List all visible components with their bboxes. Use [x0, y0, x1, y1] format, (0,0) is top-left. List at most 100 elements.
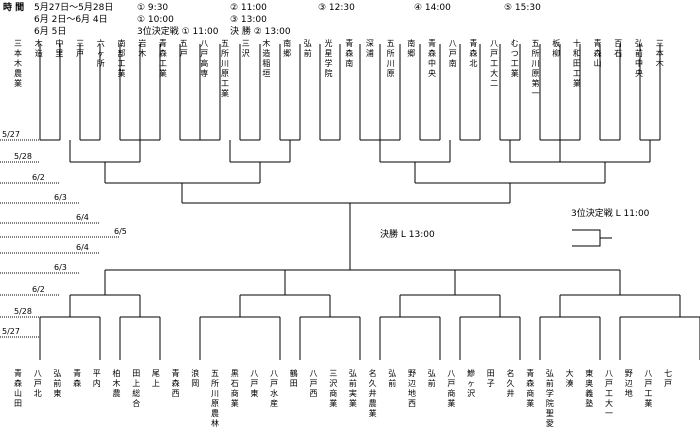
header-row-1-slot-2: ② 11:00 [230, 3, 267, 13]
top-team-name: 青森山 [594, 38, 602, 68]
bottom-team-name: 野辺地西 [408, 369, 416, 408]
bottom-team-name: 田子 [487, 369, 495, 388]
top-team-name: 八戸工大二 [490, 39, 498, 88]
bottom-bracket-lines [39, 253, 700, 360]
bottom-team-name: 浪岡 [191, 368, 199, 388]
final-label: 決勝 L 13:00 [380, 228, 435, 240]
date-label: 6/2 [32, 285, 45, 294]
date-label: 5/28 [14, 307, 32, 316]
top-team-name: 三沢 [242, 39, 250, 58]
date-label: 6/3 [54, 193, 67, 202]
top-team-name: 八戸高専 [200, 39, 208, 78]
header-row-1-slot-4: ④ 14:00 [414, 3, 451, 13]
top-team-name: 五戸 [180, 39, 188, 58]
top-team-name: 十和田工業 [573, 38, 581, 88]
bottom-team-name: 八戸工大一 [605, 369, 613, 418]
bottom-team-name: 大湊 [566, 368, 574, 388]
header-row-3-date: 6月 5日 [34, 26, 66, 37]
bottom-team-name: 弘前 [428, 369, 436, 388]
bottom-team-name: 三沢商業 [329, 369, 337, 408]
top-bracket-lines [39, 44, 661, 223]
bottom-team-name: 野辺地 [625, 369, 633, 398]
top-team-name: 百石 [614, 39, 622, 58]
schedule-header: 時 間 5月27日～5月28日 ① 9:30 ② 11:00 ③ 12:30 ④… [3, 1, 541, 37]
top-team-name: 岩木 [138, 38, 146, 58]
header-row-2-date: 6月 2日～6月 4日 [34, 14, 108, 25]
bottom-team-name: 鶴田 [290, 368, 298, 388]
bottom-team-name: 尾上 [152, 369, 160, 388]
top-team-name: 三戸 [76, 39, 84, 58]
bottom-team-name: 黒石商業 [231, 369, 239, 408]
bottom-team-name: 五所川原農林 [211, 369, 219, 428]
top-team-name: 五所川原工業 [221, 39, 229, 98]
top-team-name: 青森中央 [428, 38, 436, 78]
top-team-name: 光星学院 [325, 38, 333, 78]
bottom-team-name: 青森西 [172, 368, 180, 398]
bottom-team-name: 八戸東 [250, 369, 258, 398]
bottom-team-name: 鰺ヶ沢 [467, 368, 475, 398]
top-team-name: 五所川原 [387, 39, 395, 78]
top-team-name: 板柳 [552, 38, 560, 58]
bottom-team-name: 八戸北 [34, 369, 42, 398]
top-team-name: 木造稲垣 [262, 38, 270, 78]
top-team-name: 南郷 [407, 38, 415, 58]
bottom-team-name: 弘前学院聖愛 [546, 369, 554, 428]
header-row-2-slot-3: ③ 13:00 [230, 15, 267, 25]
header-row-3-slot-1: 3位決定戦 ① 11:00 [137, 25, 219, 37]
bottom-team-name: 青森山田 [14, 368, 22, 408]
bottom-team-name: 七戸 [664, 369, 672, 388]
date-label: 5/28 [14, 152, 32, 161]
bottom-team-name: 弘前 [388, 369, 396, 388]
bottom-team-name: 青森商業 [526, 368, 534, 408]
date-label: 6/4 [76, 243, 89, 252]
date-label: 6/4 [76, 213, 89, 222]
bottom-team-name: 弘前実業 [349, 369, 357, 408]
date-label: 6/3 [54, 263, 67, 272]
bottom-team-name: 青森 [73, 368, 81, 388]
header-row-3-slot-3: 決 勝 ② 13:00 [230, 25, 291, 37]
top-team-name: 深浦 [366, 39, 374, 58]
top-team-name: 南部工業 [118, 38, 126, 78]
top-team-name: 三本木 [656, 39, 664, 68]
top-team-name: 青森工業 [159, 38, 167, 78]
date-label: 6/2 [32, 173, 45, 182]
top-team-name: 青森南 [345, 38, 353, 68]
bottom-team-name: 名久井農業 [369, 368, 377, 418]
top-team-name: 八戸南 [449, 39, 457, 68]
top-team-name: 弘前中央 [635, 39, 643, 78]
top-team-name: 南郷 [283, 38, 291, 58]
top-team-name: 青森北 [469, 38, 477, 68]
bottom-team-name: 八戸商業 [447, 369, 455, 408]
bottom-team-name: 八戸水産 [270, 369, 278, 408]
final-match: 決勝 L 13:00 3位決定戦 L 11:00 [349, 207, 650, 253]
bottom-team-name: 八戸工業 [644, 369, 652, 408]
header-label: 時 間 [3, 1, 24, 13]
date-label: 5/27 [2, 130, 20, 139]
header-row-1-slot-1: ① 9:30 [137, 3, 168, 13]
bottom-team-name: 田上総合 [132, 369, 140, 408]
top-team-name: 中里 [55, 38, 63, 58]
top-team-name: 三本木農業 [14, 39, 22, 88]
top-team-name: むつ工業 [511, 39, 519, 78]
round-date-labels: 5/27 5/28 6/2 6/3 6/4 6/5 6/4 6/3 6/2 5/… [0, 130, 127, 338]
header-row-1-slot-5: ⑤ 15:30 [504, 3, 541, 13]
date-label: 6/5 [114, 227, 127, 236]
top-team-name: 五所川原第一 [532, 39, 540, 98]
bottom-team-name: 名久井 [507, 368, 515, 398]
header-row-2-slot-1: ① 10:00 [137, 15, 174, 25]
date-label: 5/27 [2, 327, 20, 336]
top-team-name: 弘前 [304, 39, 312, 58]
top-team-name: 木造 [35, 38, 43, 58]
header-row-1-date: 5月27日～5月28日 [34, 2, 113, 13]
bottom-team-name: 弘前東 [53, 369, 61, 398]
bottom-team-name: 平内 [93, 369, 101, 388]
bottom-team-name: 柏木農 [113, 368, 121, 398]
top-team-name: 六ヶ所 [97, 38, 105, 68]
third-place-label: 3位決定戦 L 11:00 [571, 207, 650, 219]
header-row-1-slot-3: ③ 12:30 [318, 3, 355, 13]
bottom-team-name: 八戸西 [310, 369, 318, 398]
bottom-team-name: 東奥義塾 [585, 368, 593, 408]
